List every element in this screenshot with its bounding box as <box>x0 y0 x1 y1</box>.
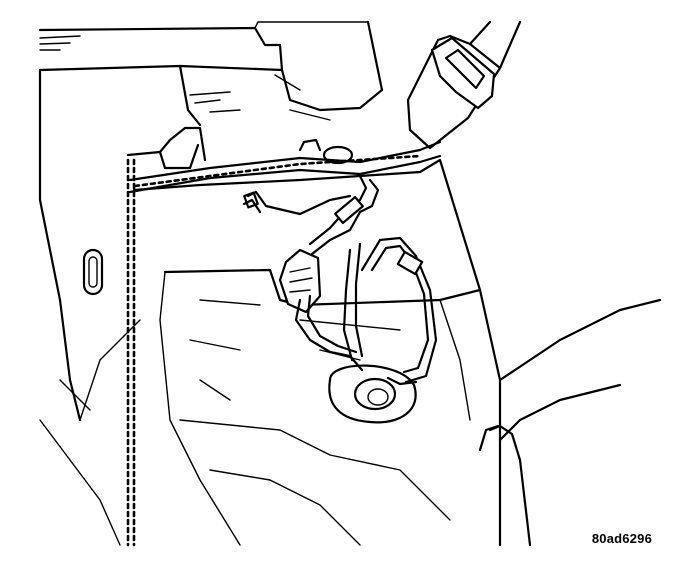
left-pillar-trim <box>38 68 207 547</box>
trim-slot <box>82 248 104 296</box>
quarter-trim-panel <box>132 158 502 547</box>
seat-belt-webbing <box>406 20 522 150</box>
upper-wire-harness <box>128 138 442 194</box>
figure-id-label: 80ad6296 <box>591 531 652 546</box>
upper-trim-panel <box>38 20 384 127</box>
seat-cushion-outline <box>478 298 662 547</box>
floor-edge-lines <box>39 379 121 546</box>
pigtail-connector <box>242 190 352 216</box>
harness-connector-cluster <box>278 174 438 386</box>
seat-belt-guide-bracket <box>430 36 496 110</box>
wiring-grommet <box>328 364 417 424</box>
